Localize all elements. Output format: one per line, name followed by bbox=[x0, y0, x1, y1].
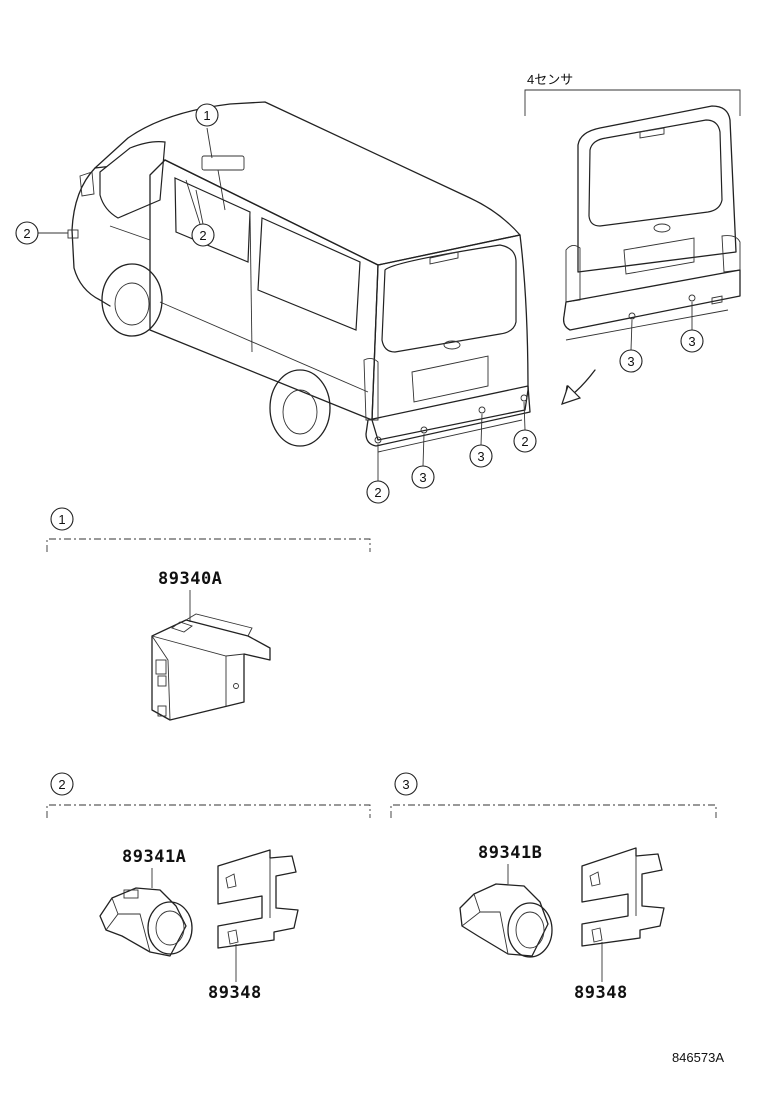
callout-2-front: 2 bbox=[15, 221, 39, 245]
section-3-callout bbox=[394, 772, 418, 796]
svg-text:2: 2 bbox=[374, 485, 381, 500]
section-2: 2 89341A 89348 bbox=[46, 772, 371, 1003]
section-1-number: 1 bbox=[58, 512, 65, 527]
callout-3-rear-center-right: 3 bbox=[469, 444, 493, 468]
part-number-bracket-a: 89348 bbox=[208, 983, 262, 1003]
diagram-id: 846573A bbox=[672, 1050, 724, 1065]
callout-2-rear-right: 2 bbox=[513, 429, 537, 453]
four-sensor-label: 4センサ bbox=[527, 72, 573, 87]
section-3-number: 3 bbox=[402, 777, 409, 792]
callout-3-rearview-right: 3 bbox=[680, 329, 704, 353]
callout-1-van: 1 bbox=[195, 103, 219, 127]
section-3: 3 89341B 89348 bbox=[390, 772, 717, 1003]
section-2-callout bbox=[50, 772, 74, 796]
callout-3-rearview-left: 3 bbox=[619, 349, 643, 373]
controller-unit bbox=[151, 613, 271, 721]
van-illustration bbox=[67, 101, 531, 453]
four-sensor-bracket-line bbox=[524, 89, 741, 116]
part-number-controller: 89340A bbox=[158, 569, 222, 589]
sensor-a bbox=[99, 887, 193, 957]
section-1-callout bbox=[50, 507, 74, 531]
svg-text:3: 3 bbox=[477, 449, 484, 464]
svg-text:3: 3 bbox=[688, 334, 695, 349]
callout-2-interior: 2 bbox=[191, 223, 215, 247]
callout-2-rear-left: 2 bbox=[366, 480, 390, 504]
svg-text:3: 3 bbox=[627, 354, 634, 369]
bracket-b bbox=[581, 847, 665, 947]
rear-view-illustration: 4センサ bbox=[524, 72, 741, 405]
svg-text:2: 2 bbox=[521, 434, 528, 449]
part-number-sensor-a: 89341A bbox=[122, 847, 186, 867]
section-1: 1 89340A bbox=[46, 507, 371, 721]
section-2-number: 2 bbox=[58, 777, 65, 792]
part-number-sensor-b: 89341B bbox=[478, 843, 542, 863]
svg-text:2: 2 bbox=[199, 228, 206, 243]
svg-text:1: 1 bbox=[203, 108, 210, 123]
van-leaders bbox=[38, 127, 526, 482]
callout-3-rear-center-left: 3 bbox=[411, 465, 435, 489]
svg-text:3: 3 bbox=[419, 470, 426, 485]
bracket-a bbox=[217, 849, 299, 949]
sensor-b bbox=[459, 883, 553, 958]
part-number-bracket-b: 89348 bbox=[574, 983, 628, 1003]
svg-text:2: 2 bbox=[23, 226, 30, 241]
